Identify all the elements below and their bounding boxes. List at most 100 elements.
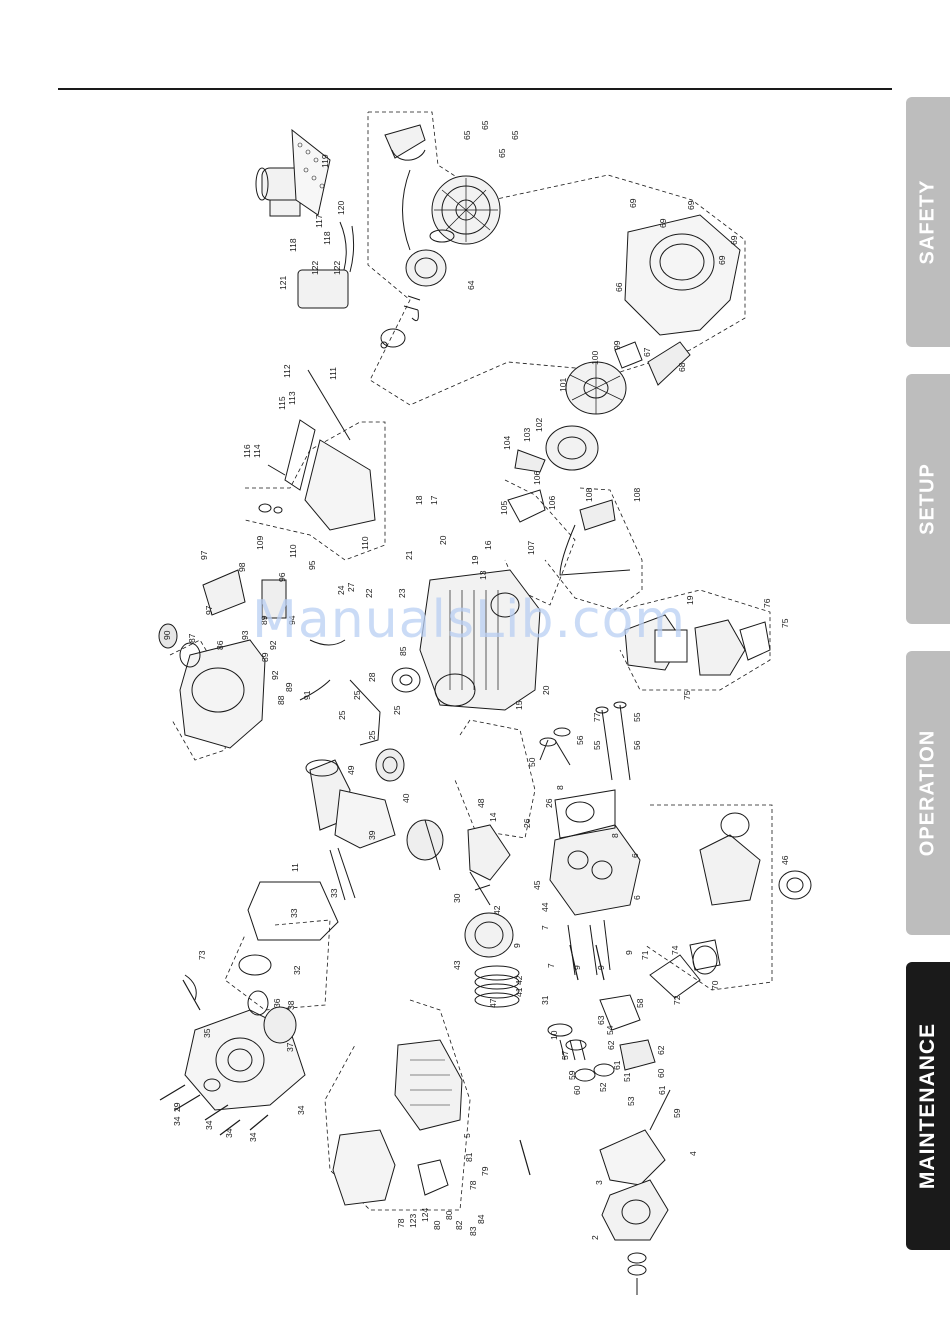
callout: 117 — [314, 214, 324, 228]
callout: 28 — [367, 672, 377, 682]
callout: 90 — [162, 630, 172, 640]
callout: 9 — [512, 943, 522, 948]
callout: 83 — [468, 1226, 478, 1236]
callout: 89 — [260, 652, 270, 662]
callout: 108 — [584, 488, 594, 502]
callout: 42 — [492, 905, 502, 915]
callout: 55 — [632, 712, 642, 722]
callout: 25 — [337, 710, 347, 720]
callout: 8 — [555, 785, 565, 790]
callout: 47 — [488, 998, 498, 1008]
callout: 13 — [478, 570, 488, 580]
callout: 74 — [670, 945, 680, 955]
callout: 109 — [255, 536, 265, 550]
callout: 65 — [462, 130, 472, 140]
callout: 84 — [476, 1214, 486, 1224]
callout: 4 — [688, 1151, 698, 1156]
callout: 60 — [572, 1085, 582, 1095]
callout: 81 — [464, 1152, 474, 1162]
callout: 61 — [657, 1085, 667, 1095]
callout: 111 — [328, 367, 338, 380]
tab-maintenance[interactable]: MAINTENANCE — [906, 962, 950, 1250]
callout: 70 — [710, 980, 720, 990]
callout: 11 — [290, 863, 300, 872]
ignition-coil — [507, 449, 631, 576]
callout: 72 — [672, 995, 682, 1005]
callout: 56 — [575, 735, 585, 745]
callout: 118 — [288, 238, 298, 252]
callout: 94 — [287, 615, 297, 625]
callout: 45 — [532, 880, 542, 890]
callout: 53 — [626, 1096, 636, 1106]
tab-safety[interactable]: SAFETY — [906, 97, 950, 347]
callout: 59 — [672, 1108, 682, 1118]
callout: 6 — [632, 895, 642, 900]
callout: 33 — [289, 908, 299, 918]
callout: 65 — [480, 120, 490, 130]
bolts — [159, 944, 605, 1176]
callout: 97 — [204, 605, 214, 615]
callout: 9 — [596, 965, 606, 970]
callout: 46 — [780, 855, 790, 865]
crankcase-cover — [184, 881, 339, 1111]
callout: 102 — [534, 418, 544, 432]
fuel-tank — [158, 569, 346, 749]
callout: 57 — [560, 1050, 570, 1060]
callout: 101 — [558, 378, 568, 392]
callout: 122 — [310, 261, 320, 275]
callout: 58 — [635, 998, 645, 1008]
callout: 34 — [224, 1128, 234, 1138]
callout: 7 — [546, 963, 556, 968]
callout: 5 — [462, 1133, 472, 1138]
callout: 86 — [215, 640, 225, 650]
callout: 19 — [685, 595, 695, 605]
callout: 64 — [466, 280, 476, 290]
callout: 15 — [514, 700, 524, 710]
callout: 59 — [567, 1070, 577, 1080]
carburetor-group — [649, 812, 812, 999]
callout: 9 — [572, 965, 582, 970]
callout-labels: 65 65 65 65 119 117 120 118 118 121 122 … — [162, 120, 790, 1240]
callout: 18 — [414, 495, 424, 505]
callout: 38 — [286, 1000, 296, 1010]
callout: 9 — [624, 950, 634, 955]
muffler — [332, 1039, 463, 1206]
callout: 92 — [270, 670, 280, 680]
callout: 69 — [686, 200, 696, 210]
callout: 34 — [248, 1132, 258, 1142]
callout: 43 — [452, 960, 462, 970]
callout: 56 — [632, 740, 642, 750]
tab-operation-label: OPERATION — [916, 729, 939, 857]
callout: 63 — [596, 1015, 606, 1025]
callout: 31 — [540, 995, 550, 1005]
callout: 93 — [240, 630, 250, 640]
callout: 68 — [677, 362, 687, 372]
oil-filter-group — [599, 1089, 671, 1295]
callout: 16 — [483, 540, 493, 550]
cylinder-head — [549, 789, 641, 976]
section-tabs: SAFETY SETUP OPERATION MAINTENANCE — [906, 0, 950, 1344]
callout: 26 — [544, 798, 554, 808]
callout: 103 — [522, 428, 532, 442]
header-rule — [58, 88, 892, 90]
callout: 2 — [590, 1235, 600, 1240]
callout: 77 — [592, 712, 602, 722]
callout: 37 — [285, 1042, 295, 1052]
callout: 75 — [682, 690, 692, 700]
callout: 25 — [392, 705, 402, 715]
callout: 27 — [346, 582, 356, 592]
tab-operation[interactable]: OPERATION — [906, 651, 950, 935]
callout: 61 — [612, 1060, 622, 1070]
callout: 48 — [476, 798, 486, 808]
callout: 100 — [590, 351, 600, 365]
callout: 29 — [172, 1102, 182, 1112]
callout: 118 — [322, 231, 332, 245]
callout: 17 — [429, 495, 439, 505]
callout: 124 — [420, 1208, 430, 1222]
callout: 51 — [622, 1072, 632, 1082]
callout: 95 — [307, 560, 317, 570]
tab-setup[interactable]: SETUP — [906, 374, 950, 624]
callout: 20 — [438, 535, 448, 545]
callout: 114 — [252, 444, 262, 458]
